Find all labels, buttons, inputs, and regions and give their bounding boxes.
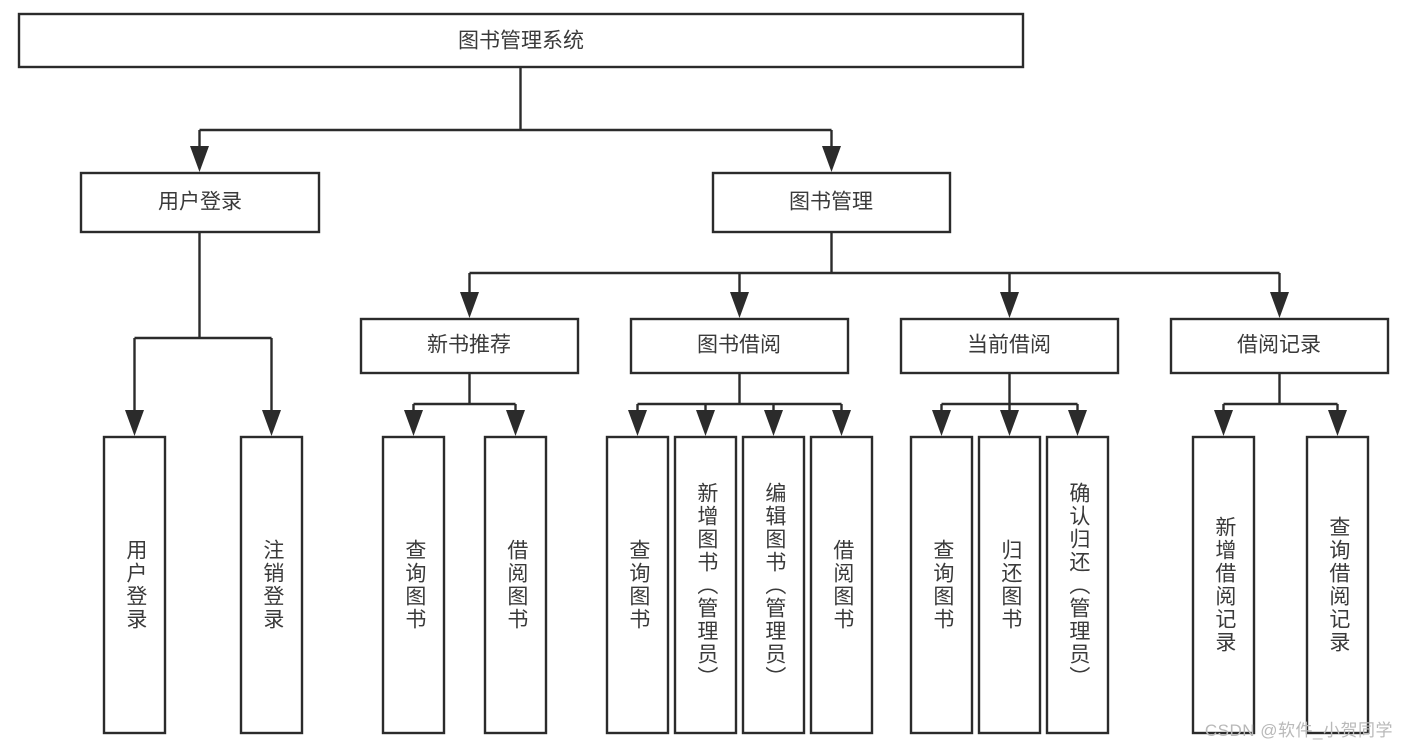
arrowhead-leaf-user-login-2 [262, 410, 281, 436]
arrowhead-leaf-book-borrow-3 [764, 410, 783, 436]
node-current-borrow[interactable]: 当前借阅 [899, 317, 1120, 375]
leaf-box-current-borrow-1[interactable] [909, 435, 974, 735]
leaf-box-user-login-2[interactable] [239, 435, 304, 735]
node-user-login-label: 用户登录 [158, 191, 242, 214]
connector-layer [125, 67, 1347, 436]
arrowhead-leaf-borrow-record-2 [1328, 410, 1347, 436]
arrowhead-borrow-record [1270, 292, 1289, 318]
node-new-book-recommend[interactable]: 新书推荐 [359, 317, 580, 375]
arrowhead-book-borrow [730, 292, 749, 318]
node-book-borrow[interactable]: 图书借阅 [629, 317, 850, 375]
leaf-box-current-borrow-2[interactable] [977, 435, 1042, 735]
arrowhead-leaf-book-borrow-4 [832, 410, 851, 436]
watermark: CSDN @软件_小贺同学 [1204, 721, 1393, 740]
node-book-manage[interactable]: 图书管理 [711, 171, 952, 234]
arrowhead-leaf-user-login-1 [125, 410, 144, 436]
arrowhead-current-borrow [1000, 292, 1019, 318]
node-book-manage-label: 图书管理 [789, 191, 873, 214]
arrowhead-leaf-current-borrow-2 [1000, 410, 1019, 436]
arrowhead-user-login [190, 146, 209, 172]
leaf-box-book-borrow-4[interactable] [809, 435, 874, 735]
arrowhead-leaf-book-borrow-1 [628, 410, 647, 436]
arrowhead-leaf-current-borrow-3 [1068, 410, 1087, 436]
node-new-book-recommend-label: 新书推荐 [427, 334, 511, 357]
arrowhead-book-manage [822, 146, 841, 172]
node-book-borrow-label: 图书借阅 [697, 334, 781, 357]
node-layer: 图书管理系统 用户登录 图书管理 新书推荐 图书借阅 当前 [17, 12, 1390, 735]
arrowhead-leaf-current-borrow-1 [932, 410, 951, 436]
leaf-box-current-borrow-3[interactable] [1045, 435, 1110, 735]
node-user-login[interactable]: 用户登录 [79, 171, 321, 234]
node-root[interactable]: 图书管理系统 [17, 12, 1025, 69]
arrowhead-new-book [460, 292, 479, 318]
leaf-box-user-login-1[interactable] [102, 435, 167, 735]
leaf-box-borrow-record-2[interactable] [1305, 435, 1370, 735]
leaf-box-book-borrow-1[interactable] [605, 435, 670, 735]
leaf-box-book-borrow-2[interactable] [673, 435, 738, 735]
node-root-label: 图书管理系统 [458, 30, 584, 53]
arrowhead-leaf-borrow-record-1 [1214, 410, 1233, 436]
node-borrow-record[interactable]: 借阅记录 [1169, 317, 1390, 375]
arrowhead-leaf-book-borrow-2 [696, 410, 715, 436]
leaf-box-book-borrow-3[interactable] [741, 435, 806, 735]
arrowhead-leaf-new-book-1 [404, 410, 423, 436]
leaf-box-new-book-1[interactable] [381, 435, 446, 735]
arrowhead-leaf-new-book-2 [506, 410, 525, 436]
node-current-borrow-label: 当前借阅 [967, 334, 1051, 357]
node-borrow-record-label: 借阅记录 [1237, 334, 1321, 357]
leaf-box-new-book-2[interactable] [483, 435, 548, 735]
leaf-box-borrow-record-1[interactable] [1191, 435, 1256, 735]
